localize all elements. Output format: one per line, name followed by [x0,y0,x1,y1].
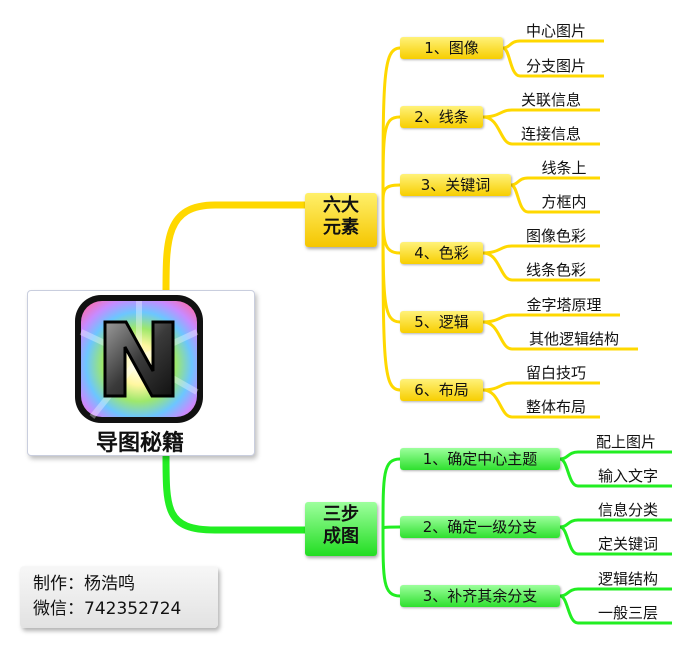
main-branch-three-steps[interactable]: 三步 成图 [305,502,377,556]
leaf-topic[interactable]: 线条上 [541,159,587,177]
connector-step-1 [381,457,401,531]
leaf-topic[interactable]: 输入文字 [597,467,658,485]
sub-branch-step-1[interactable]: 1、确定中心主题 [400,448,560,470]
leaf-topic[interactable]: 分支图片 [525,57,586,75]
sub-branch-image[interactable]: 1、图像 [400,37,503,59]
app-logo-icon [72,292,206,426]
central-topic-title: 导图秘籍 [95,431,184,456]
connector-sub-4 [381,204,401,255]
main-branch-six-elements[interactable]: 六大 元素 [305,193,377,247]
leaf-topic[interactable]: 关联信息 [520,91,581,109]
sub-branch-keywords[interactable]: 3、关键词 [400,174,511,196]
sub-branch-lines[interactable]: 2、线条 [400,106,483,128]
connector-sub-5 [381,204,401,324]
connector-sub-6 [381,204,401,392]
sub-branch-layout[interactable]: 6、布局 [400,379,483,401]
connector-step-3 [381,529,401,598]
main-branch-label-line1: 三步 [323,504,359,525]
leaf-topic[interactable]: 留白技巧 [525,364,586,382]
leaf-topic[interactable]: 连接信息 [520,125,581,143]
leaf-topic[interactable]: 一般三层 [597,604,658,622]
connector-sub-2 [381,115,401,206]
sub-branch-step-3[interactable]: 3、补齐其余分支 [400,585,560,607]
trunk-line-three-steps [162,450,309,534]
leaf-topic[interactable]: 方框内 [541,193,587,211]
leaf-topic[interactable]: 金字塔原理 [526,296,602,314]
credit-box: 制作：杨浩鸣 微信：742352724 [20,566,218,628]
leaf-topic[interactable]: 图像色彩 [525,227,586,245]
connector-step-2 [381,525,401,531]
main-branch-label-line2: 元素 [323,217,359,238]
leaf-topic[interactable]: 信息分类 [597,501,658,519]
credit-wechat: 微信：742352724 [33,599,182,619]
leaf-topic[interactable]: 中心图片 [525,22,586,40]
connector-sub-3 [381,183,401,206]
leaf-topic[interactable]: 定关键词 [597,535,658,553]
main-branch-label-line1: 六大 [323,195,359,216]
sub-branch-color[interactable]: 4、色彩 [400,242,483,264]
leaf-topic[interactable]: 逻辑结构 [597,570,658,588]
leaf-topic[interactable]: 整体布局 [525,398,586,416]
credit-author: 制作：杨浩鸣 [33,574,135,594]
trunk-line-six-elements [162,201,309,296]
main-branch-label-line2: 成图 [323,526,359,547]
leaf-topic[interactable]: 其他逻辑结构 [528,330,619,348]
sub-branch-logic[interactable]: 5、逻辑 [400,311,483,333]
leaf-topic[interactable]: 线条色彩 [525,261,586,279]
leaf-topic[interactable]: 配上图片 [595,433,656,451]
sub-branch-step-2[interactable]: 2、确定一级分支 [400,516,560,538]
